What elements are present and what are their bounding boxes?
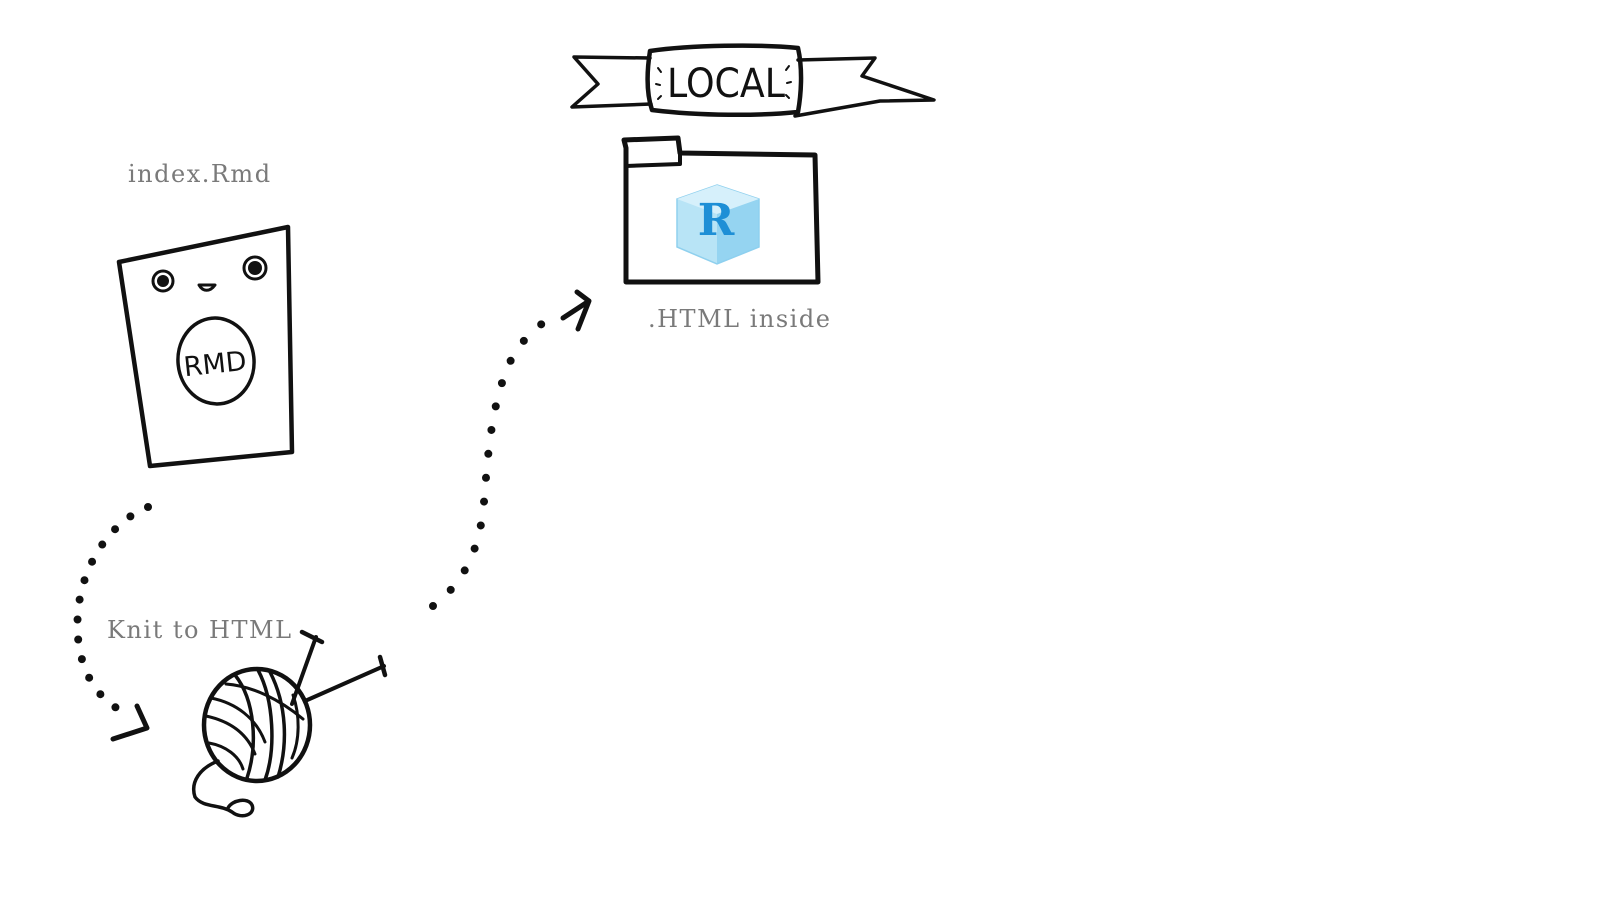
- knit-label: Knit to HTML: [107, 616, 293, 644]
- r-logo-icon: R: [676, 184, 760, 265]
- rmd-file-label: index.Rmd: [128, 160, 272, 188]
- html-inside-label: .HTML inside: [648, 305, 832, 333]
- banner-icon: LOCAL: [570, 43, 936, 118]
- document-icon: RMD: [116, 224, 295, 469]
- yarn-ball-icon: [192, 629, 388, 818]
- r-logo-letter: R: [698, 195, 735, 246]
- banner-text: LOCAL: [667, 61, 786, 107]
- dotted-path-upload: [429, 310, 562, 610]
- document-badge: RMD: [182, 346, 248, 383]
- arrowhead-knit: [110, 703, 150, 742]
- dotted-path-knit: [73, 503, 152, 717]
- arrow-icon: [73, 503, 152, 742]
- arrow-icon: [429, 289, 592, 610]
- arrowhead-upload: [560, 289, 592, 332]
- folder-icon: [621, 135, 821, 285]
